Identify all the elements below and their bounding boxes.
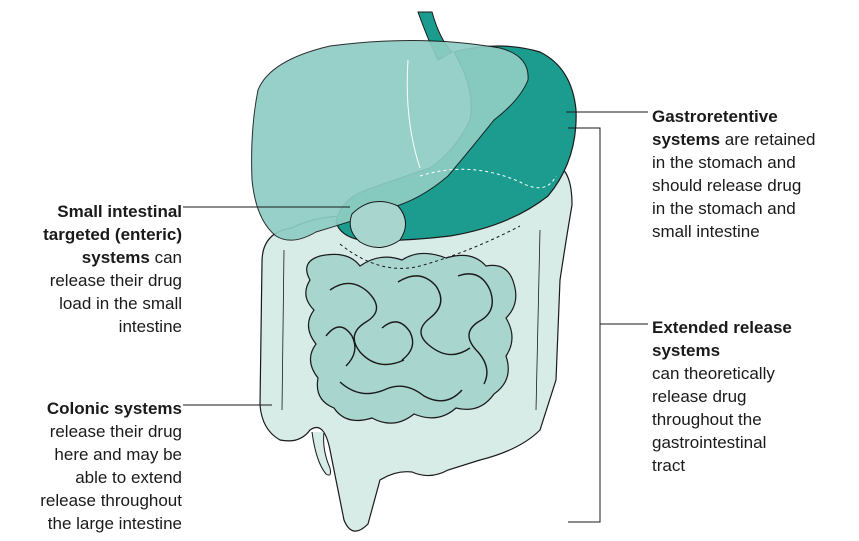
colonic-line-3: able to extend — [0, 466, 182, 489]
small-intestinal-line-3: intestine — [0, 315, 182, 338]
duodenum — [350, 202, 405, 248]
gastroretentive-line-1: in the stomach and — [652, 151, 857, 174]
extended-bold-2: systems — [652, 341, 720, 360]
gastroretentive-bold-1: Gastroretentive — [652, 107, 778, 126]
bracket-extended-release — [568, 128, 600, 522]
gastroretentive-label: Gastroretentive systems are retained in … — [652, 105, 857, 243]
small-intestinal-line-1: release their drug — [0, 269, 182, 292]
small-intestinal-label: Small intestinal targeted (enteric) syst… — [0, 200, 182, 338]
colonic-line-5: the large intestine — [0, 512, 182, 535]
colonic-label: Colonic systems release their drug here … — [0, 397, 182, 535]
colonic-line-4: release throughout — [0, 489, 182, 512]
gastroretentive-line-3: in the stomach and — [652, 197, 857, 220]
small-intestinal-bold-2: targeted (enteric) — [43, 225, 182, 244]
gastroretentive-line-4: small intestine — [652, 220, 857, 243]
small-intestinal-bold-1: Small intestinal — [57, 202, 182, 221]
small-intestine — [306, 253, 516, 423]
colonic-line-1: release their drug — [0, 420, 182, 443]
extended-line-1: can theoretically — [652, 362, 857, 385]
gastroretentive-line-2: should release drug — [652, 174, 857, 197]
extended-line-4: gastrointestinal — [652, 431, 857, 454]
extended-bold-1: Extended release — [652, 318, 792, 337]
colonic-line-2: here and may be — [0, 443, 182, 466]
extended-line-2: release drug — [652, 385, 857, 408]
small-intestinal-inline: can — [150, 248, 182, 267]
extended-line-5: tract — [652, 454, 857, 477]
colonic-bold: Colonic systems — [47, 399, 182, 418]
extended-release-label: Extended release systems can theoretical… — [652, 316, 857, 477]
extended-line-3: throughout the — [652, 408, 857, 431]
small-intestinal-bold-3: systems — [82, 248, 150, 267]
gastroretentive-inline: are retained — [720, 130, 815, 149]
gastroretentive-bold-2: systems — [652, 130, 720, 149]
small-intestinal-line-2: load in the small — [0, 292, 182, 315]
